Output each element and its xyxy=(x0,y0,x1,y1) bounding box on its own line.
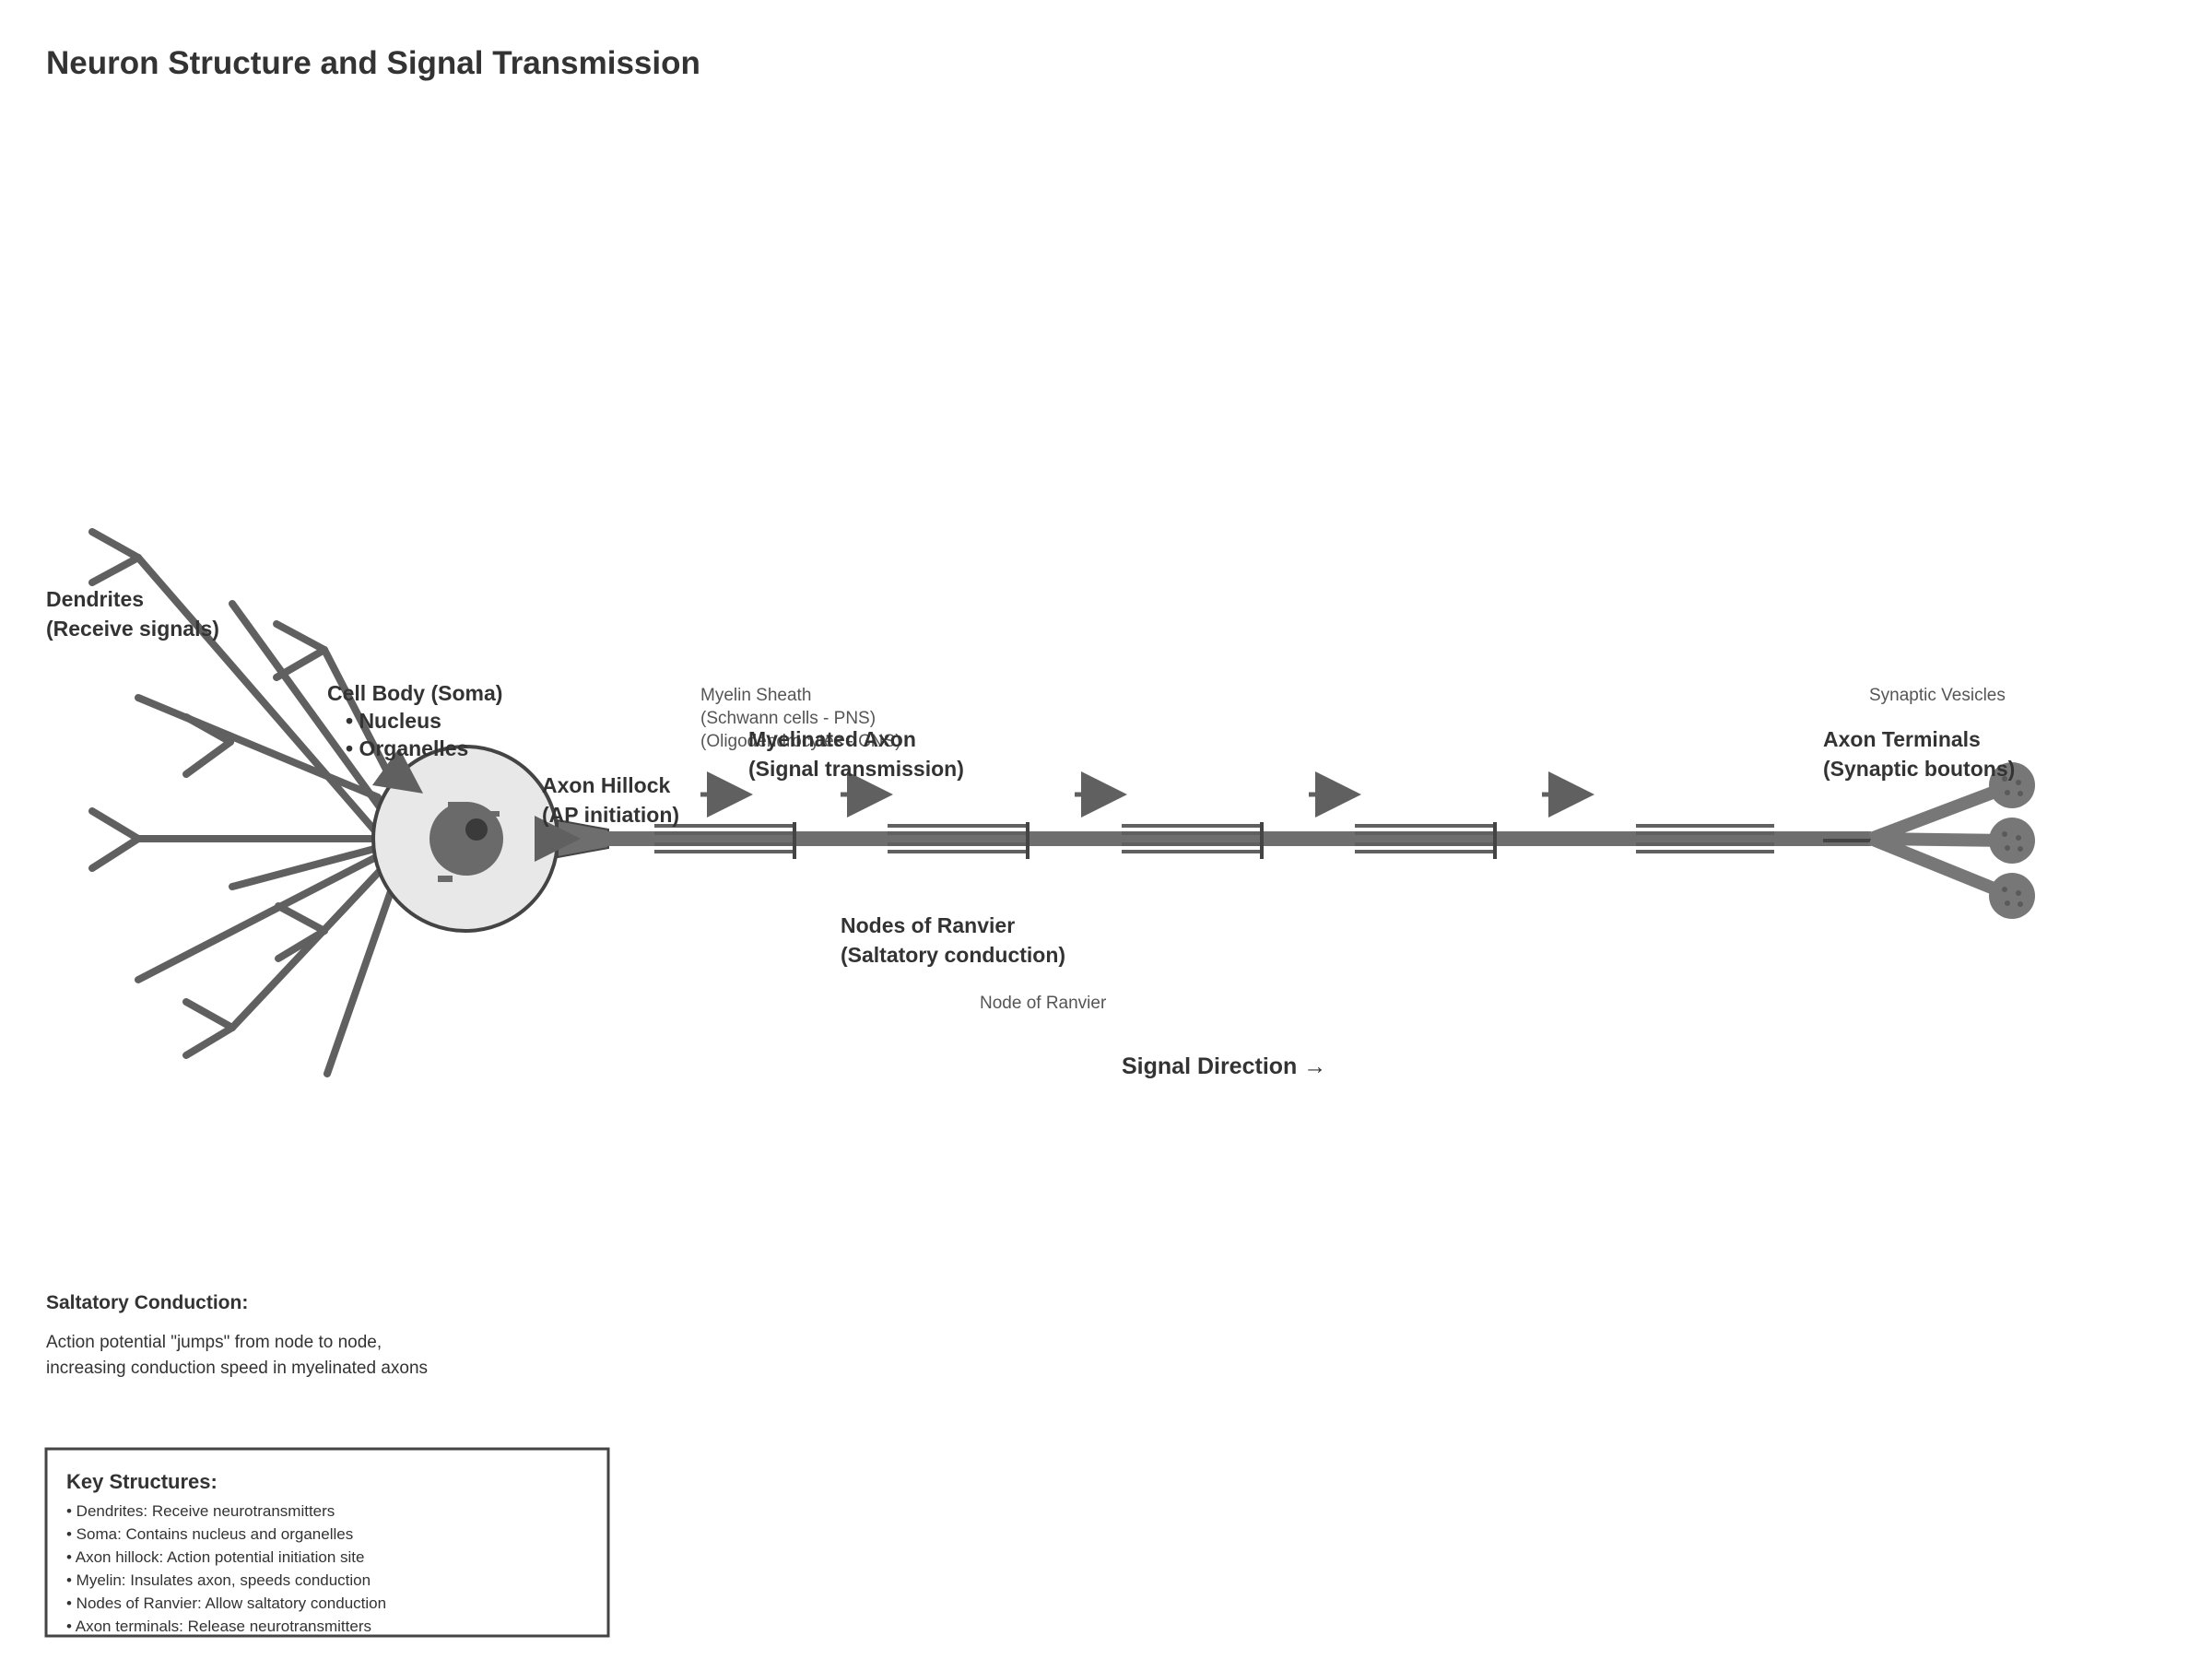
synaptic-bouton xyxy=(1989,818,2035,864)
nucleus xyxy=(429,802,503,876)
label-soma: Cell Body (Soma) • Nucleus • Organelles xyxy=(327,681,509,760)
myelin-segment-5 xyxy=(1636,824,1774,853)
myelin-segment-2 xyxy=(888,824,1026,853)
list-item: • Dendrites: Receive neurotransmitters xyxy=(66,1502,335,1520)
dendrite-branch-6 xyxy=(229,844,382,890)
list-item: • Soma: Contains nucleus and organelles xyxy=(66,1525,353,1543)
terminal-branch xyxy=(1870,832,2013,847)
page-title: Neuron Structure and Signal Transmission xyxy=(46,45,700,81)
label-axon: Myelinated Axon (Signal transmission) xyxy=(748,727,964,781)
dendrite-branch-5 xyxy=(88,807,377,872)
label-vesicles: Synaptic Vesicles xyxy=(1869,686,2006,705)
cell-body xyxy=(371,745,559,933)
organelle xyxy=(438,876,453,882)
list-item: • Axon terminals: Release neurotransmitt… xyxy=(66,1618,371,1635)
key-structures-box: Key Structures: • Dendrites: Receive neu… xyxy=(44,1447,610,1638)
saltatory-heading: Saltatory Conduction: xyxy=(46,1292,248,1313)
saltatory-text: Action potential "jumps" from node to no… xyxy=(46,1333,428,1378)
nucleolus xyxy=(465,818,488,841)
list-item: • Axon hillock: Action potential initiat… xyxy=(66,1548,364,1566)
dendrite-branch-8 xyxy=(182,867,383,1059)
dendrite-branch-9 xyxy=(324,872,400,1077)
label-signal-direction: Signal Direction → xyxy=(1122,1053,1326,1079)
axon-terminals xyxy=(1823,762,2035,919)
node-markers xyxy=(793,822,1497,859)
terminal-branch xyxy=(1868,779,2015,845)
dendrite-branch-1 xyxy=(88,528,382,838)
label-terminals: Axon Terminals (Synaptic boutons) xyxy=(1823,727,2015,781)
dendrites xyxy=(88,528,405,1077)
dendrite-branch-7 xyxy=(135,853,380,983)
soma-pointer-arrow xyxy=(371,747,424,794)
dendrite-branch-4 xyxy=(135,694,382,801)
organelle xyxy=(448,802,468,808)
key-structures-heading: Key Structures: xyxy=(66,1470,218,1493)
list-item: • Myelin: Insulates axon, speeds conduct… xyxy=(66,1571,371,1589)
myelin-segment-1 xyxy=(654,824,793,853)
list-item: • Nodes of Ranvier: Allow saltatory cond… xyxy=(66,1594,386,1612)
label-dendrites: Dendrites (Receive signals) xyxy=(46,587,219,641)
organelle xyxy=(488,811,500,817)
label-node-single: Node of Ranvier xyxy=(980,994,1107,1013)
synaptic-bouton xyxy=(1989,873,2035,919)
label-nodes: Nodes of Ranvier (Saltatory conduction) xyxy=(841,913,1065,967)
synaptic-bouton xyxy=(1989,762,2035,808)
key-structures-list: • Dendrites: Receive neurotransmitters •… xyxy=(66,1502,391,1635)
label-myelin: Myelin Sheath (Schwann cells - PNS) (Oli… xyxy=(700,686,901,751)
saltatory-note: Saltatory Conduction: Action potential "… xyxy=(46,1292,428,1378)
myelin-segment-3 xyxy=(1122,824,1260,853)
myelin-sheath xyxy=(654,824,1774,853)
myelin-segment-4 xyxy=(1355,824,1493,853)
dendrite-branch-2 xyxy=(229,600,386,815)
terminal-branch xyxy=(1868,832,2015,902)
label-hillock: Axon Hillock (AP initiation) xyxy=(542,773,679,827)
